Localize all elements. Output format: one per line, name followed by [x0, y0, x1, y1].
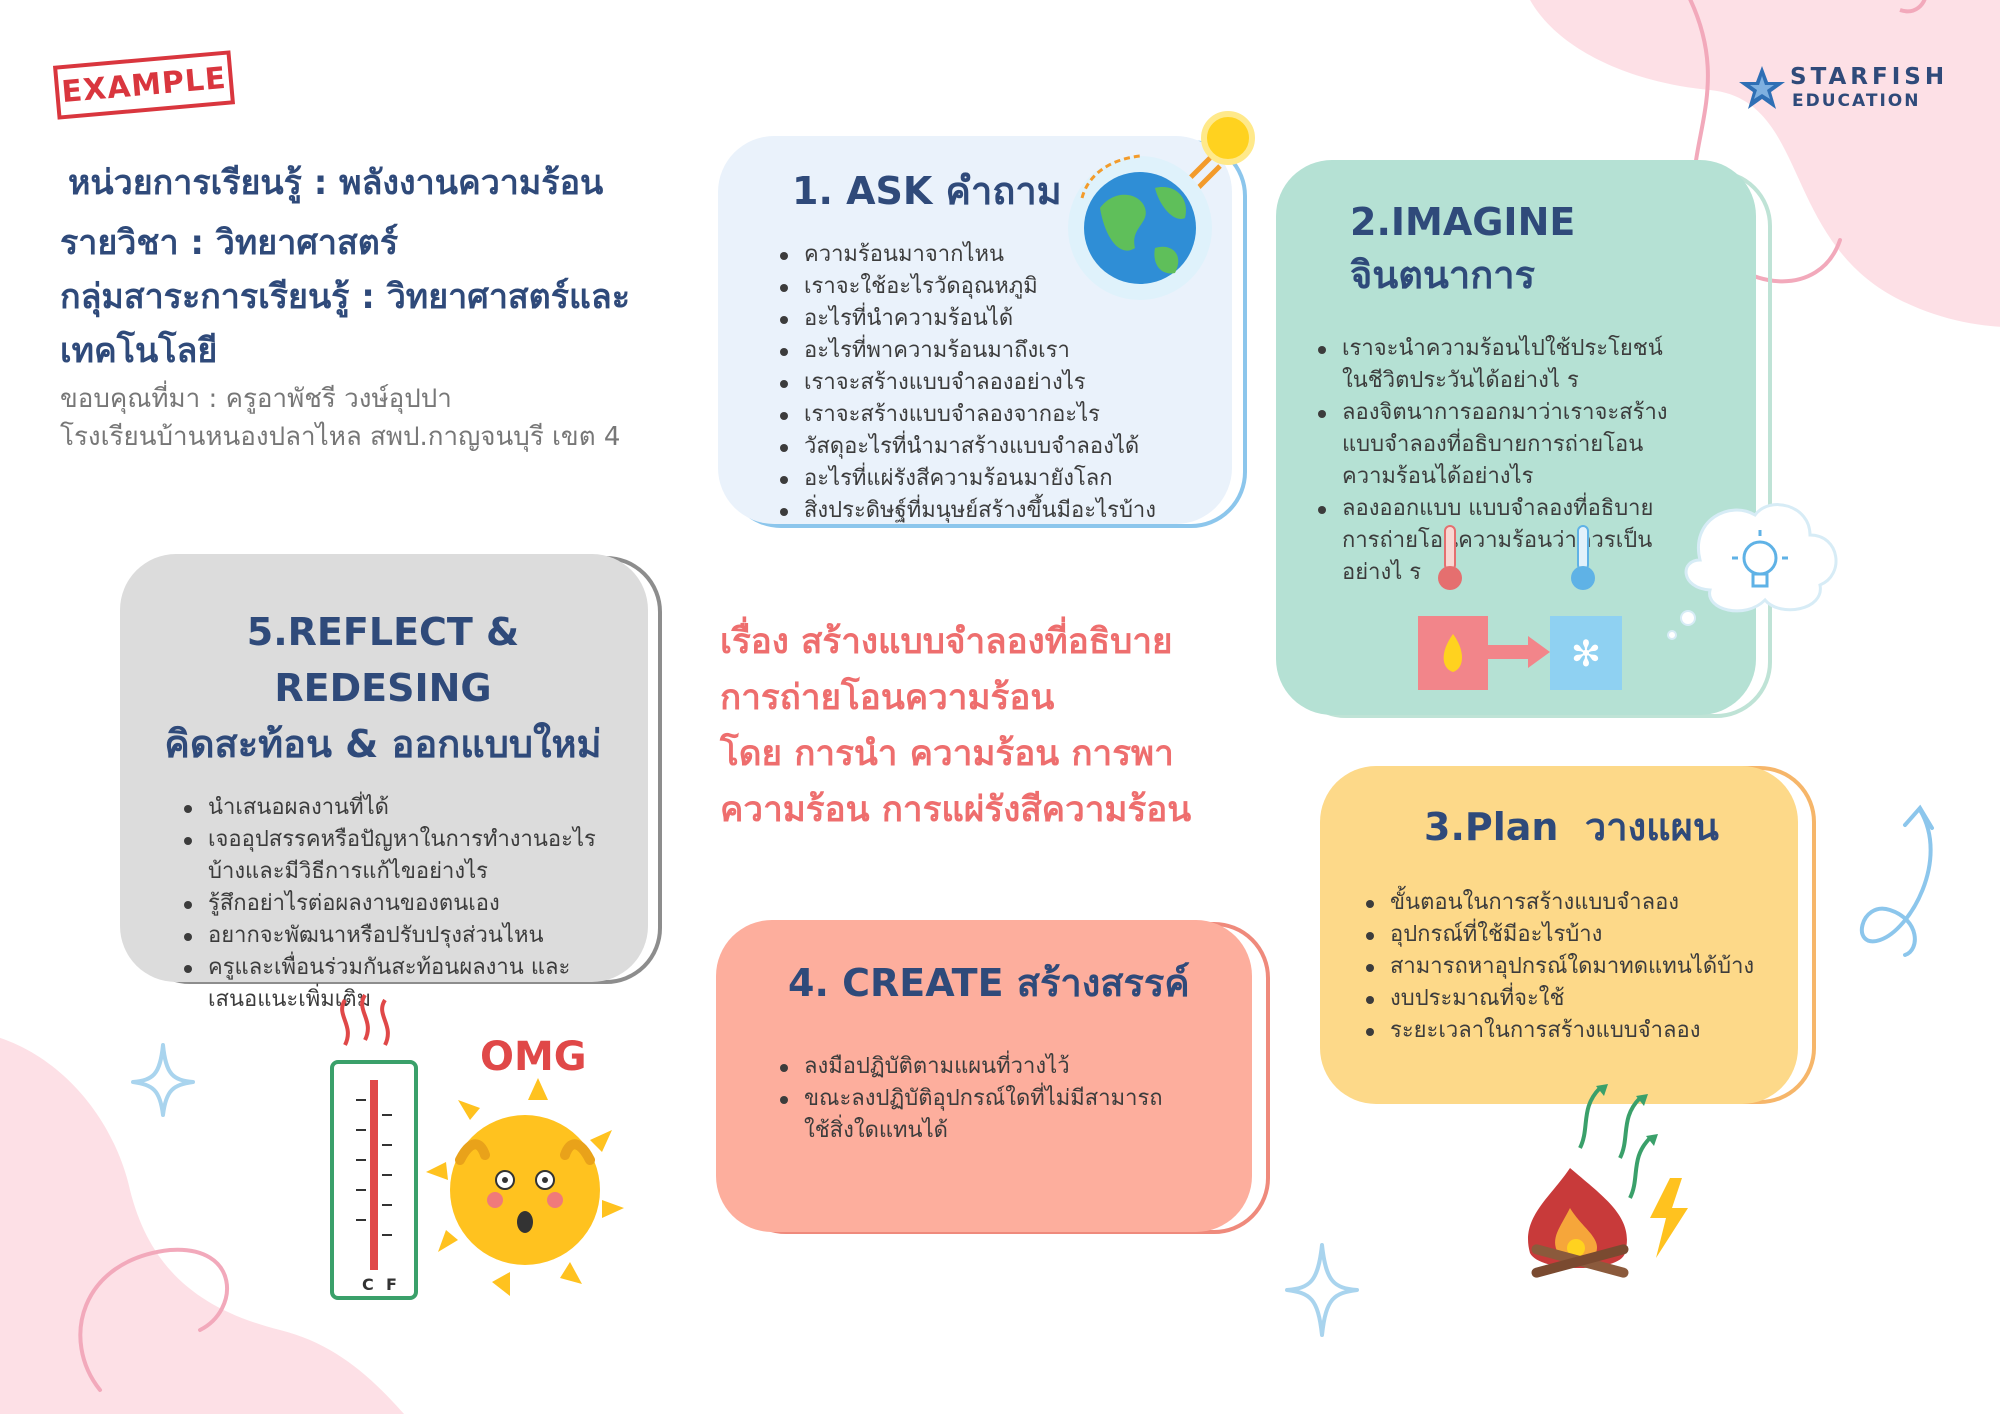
list-item: อะไรที่แผ่รังสีความร้อนมายังโลก [774, 463, 1232, 495]
curly-arrow-icon [1860, 804, 1934, 957]
reflect-title-line2: คิดสะท้อน & ออกแบบใหม่ [164, 722, 602, 766]
create-title: 4. CREATE สร้างสรรค์ [788, 961, 1190, 1005]
list-item: ระยะเวลาในการสร้างแบบจำลอง [1360, 1015, 1778, 1047]
heat-transfer-illustration: ✻ [1418, 503, 1838, 690]
reflect-title: 5.REFLECT & REDESING คิดสะท้อน & ออกแบบใ… [142, 604, 624, 772]
topic-line3: โดย การนำ ความร้อน การพา [720, 734, 1174, 774]
reflect-title-line1: 5.REFLECT & REDESING [246, 610, 520, 710]
list-item: วัสดุอะไรที่นำมาสร้างแบบจำลองได้ [774, 431, 1232, 463]
credit-line1: ขอบคุณที่มา : ครูอาพัชรี วงษ์อุปปา [60, 384, 452, 414]
campfire-icon [1528, 1084, 1688, 1278]
thermo-c-label: C [362, 1275, 374, 1294]
list-item: อุปกรณ์ที่ใช้มีอะไรบ้าง [1360, 919, 1778, 951]
list-item: รู้สึกอย่าไรต่อผลงานของตนเอง [178, 888, 604, 920]
list-item: ขณะลงปฏิบัติอุปกรณ์ใดที่ไม่มีสามารถใช้สิ… [774, 1083, 1172, 1147]
starfish-logo: STARFISH EDUCATION [1738, 62, 1968, 118]
subject-title: รายวิชา : วิทยาศาสตร์ [60, 223, 399, 263]
list-item: นำเสนอผลงานที่ได้ [178, 792, 604, 824]
list-item: อะไรที่นำความร้อนได้ [774, 303, 1232, 335]
topic-line2: การถ่ายโอนความร้อน [720, 678, 1055, 718]
imagine-title: 2.IMAGINE จินตนาการ [1350, 200, 1576, 297]
topic-heading: เรื่อง สร้างแบบจำลองที่อธิบาย การถ่ายโอน… [720, 614, 1300, 838]
thermo-f-label: F [386, 1275, 397, 1294]
create-list: ลงมือปฏิบัติตามแผนที่วางไว้ ขณะลงปฏิบัติ… [774, 1051, 1232, 1147]
hot-sun-illustration: C F OMG [330, 993, 624, 1300]
logo-title: STARFISH [1790, 64, 1949, 90]
logo-subtitle: EDUCATION [1792, 91, 1921, 111]
starfish-icon [1739, 66, 1785, 109]
topic-line1: เรื่อง สร้างแบบจำลองที่อธิบาย [720, 622, 1173, 662]
reflect-list: นำเสนอผลงานที่ได้ เจออุปสรรคหรือปัญหาในก… [178, 792, 624, 1016]
imagine-card: 2.IMAGINE จินตนาการ เราจะนำความร้อนไปใช้… [1276, 160, 1756, 715]
reflect-card: 5.REFLECT & REDESING คิดสะท้อน & ออกแบบใ… [120, 554, 648, 1012]
list-item: สิ่งประดิษฐ์ที่มนุษย์สร้างขึ้นมีอะไรบ้าง [774, 495, 1232, 527]
list-item: ลงมือปฏิบัติตามแผนที่วางไว้ [774, 1051, 1172, 1083]
list-item: ขั้นตอนในการสร้างแบบจำลอง [1360, 887, 1778, 919]
list-item: เราจะนำความร้อนไปใช้ประโยชน์ในชีวิตประวั… [1312, 333, 1686, 397]
header-block: หน่วยการเรียนรู้ : พลังงานความร้อน รายวิ… [60, 156, 700, 378]
example-stamp: EXAMPLE [52, 50, 236, 120]
list-item: เจออุปสรรคหรือปัญหาในการทำงานอะไรบ้างและ… [178, 824, 604, 888]
topic-line4: ความร้อน การแผ่รังสีความร้อน [720, 790, 1192, 830]
list-item: ความร้อนมาจากไหน [774, 239, 1232, 271]
svg-text:✻: ✻ [1571, 634, 1601, 675]
credit-block: ขอบคุณที่มา : ครูอาพัชรี วงษ์อุปปา โรงเร… [60, 380, 700, 456]
create-card: 4. CREATE สร้างสรรค์ ลงมือปฏิบัติตามแผนท… [716, 920, 1252, 1232]
sparkle-icon [131, 1043, 195, 1117]
plan-card: 3.Plan วางแผน ขั้นตอนในการสร้างแบบจำลอง … [1320, 766, 1798, 1104]
list-item: งบประมาณที่จะใช้ [1360, 983, 1778, 1015]
earth-sun-icon [1068, 111, 1255, 300]
list-item: เราจะสร้างแบบจำลองจากอะไร [774, 399, 1232, 431]
sparkle-icon [1285, 1243, 1359, 1337]
list-item: เราจะสร้างแบบจำลองอย่างไร [774, 367, 1232, 399]
imagine-list: เราจะนำความร้อนไปใช้ประโยชน์ในชีวิตประวั… [1312, 333, 1726, 589]
list-item: ลองออกแบบ แบบจำลองที่อธิบายการถ่ายโอนควา… [1312, 493, 1686, 589]
plan-title: 3.Plan วางแผน [1424, 805, 1719, 849]
list-item: อะไรที่พาความร้อนมาถึงเรา [774, 335, 1232, 367]
list-item: สามารถหาอุปกรณ์ใดมาทดแทนได้บ้าง [1360, 951, 1778, 983]
omg-text: OMG [480, 1034, 587, 1080]
credit-line2: โรงเรียนบ้านหนองปลาไหล สพป.กาญจนบุรี เขต… [60, 422, 621, 452]
ask-title: 1. ASK คำถาม [792, 169, 1062, 213]
group-title-line1: กลุ่มสาระการเรียนรู้ : วิทยาศาสตร์และ [60, 277, 631, 317]
unit-title: หน่วยการเรียนรู้ : พลังงานความร้อน [68, 163, 604, 203]
list-item: ลองจิตนาการออกมาว่าเราจะสร้างแบบจำลองที่… [1312, 397, 1686, 493]
list-item: เราจะใช้อะไรวัดอุณหภูมิ [774, 271, 1232, 303]
pink-blob-bottom-left [0, 1038, 404, 1414]
list-item: อยากจะพัฒนาหรือปรับปรุงส่วนไหน [178, 920, 604, 952]
ask-list: ความร้อนมาจากไหน เราจะใช้อะไรวัดอุณหภูมิ… [774, 239, 1232, 527]
plan-list: ขั้นตอนในการสร้างแบบจำลอง อุปกรณ์ที่ใช้ม… [1360, 887, 1778, 1047]
group-title-line2: เทคโนโลยี [60, 331, 218, 371]
